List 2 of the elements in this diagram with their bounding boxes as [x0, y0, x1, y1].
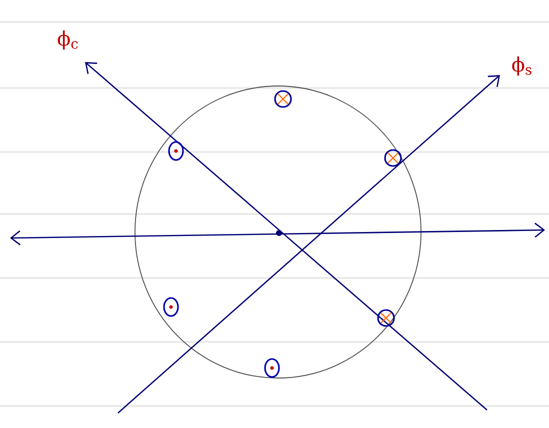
axis-label: ϕ$_{c}$	[58, 30, 78, 50]
axis-label: ϕ$_{s}$	[512, 56, 532, 76]
